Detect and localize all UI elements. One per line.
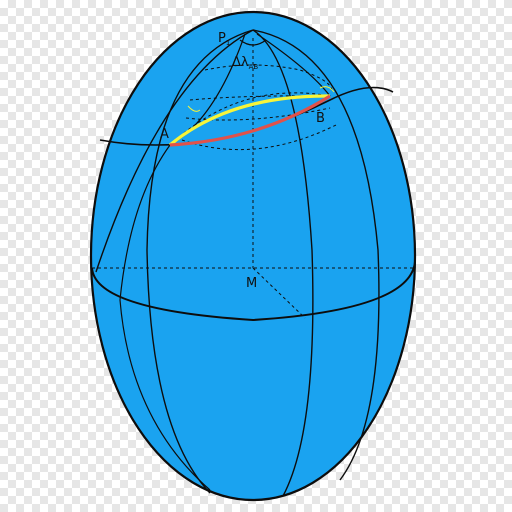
label-center-m: M bbox=[246, 276, 257, 291]
angle-arc-a bbox=[187, 105, 201, 112]
label-point-b: B bbox=[316, 111, 325, 126]
radius-dashed bbox=[252, 267, 306, 319]
meridian-7 bbox=[119, 144, 211, 491]
label-point-a: A bbox=[160, 127, 169, 142]
label-delta-lambda: ΔλAB bbox=[232, 55, 258, 71]
label-pole: P1 bbox=[218, 31, 230, 47]
construction-arc-2 bbox=[185, 107, 331, 121]
meridian-2 bbox=[252, 29, 314, 497]
meridian-6 bbox=[256, 33, 331, 97]
meridian-3 bbox=[252, 29, 380, 481]
angle-arc-pole bbox=[239, 39, 267, 46]
construction-arc-4 bbox=[204, 64, 333, 91]
meridian-4 bbox=[95, 29, 254, 273]
parallel-upper-back bbox=[169, 92, 331, 146]
angle-arc-b bbox=[319, 86, 335, 93]
chord-curve bbox=[169, 94, 331, 147]
meridian-1 bbox=[146, 29, 254, 494]
geodesic-curve bbox=[168, 94, 331, 147]
construction-arc-3 bbox=[181, 124, 337, 151]
equator-front bbox=[91, 261, 416, 322]
